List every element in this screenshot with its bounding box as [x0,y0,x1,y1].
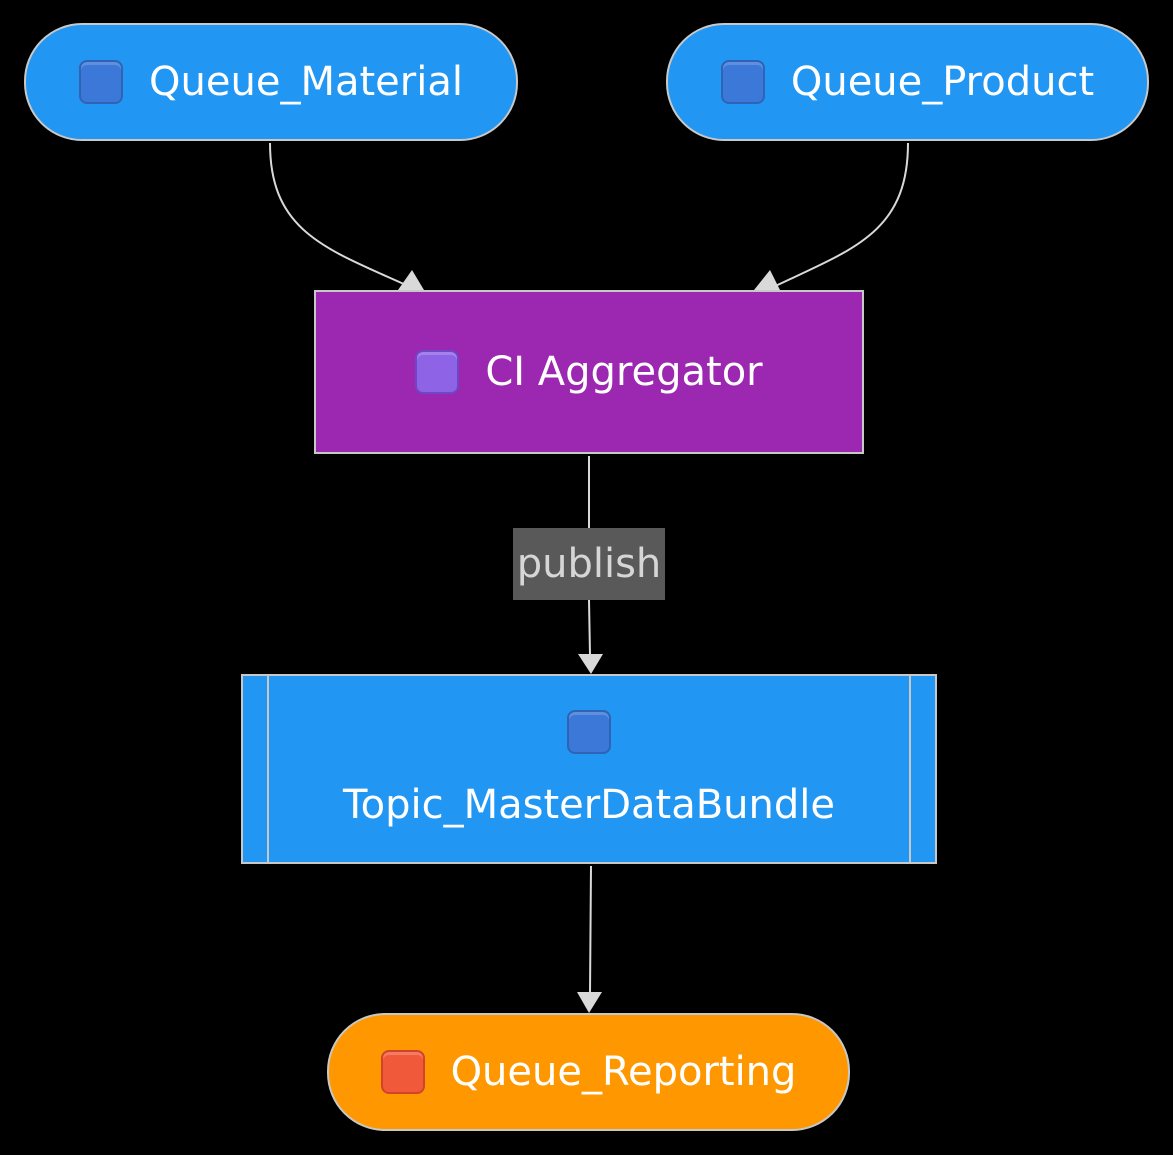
arrowhead-icon [398,270,424,290]
node-label: Queue_Reporting [450,1049,797,1095]
node-ci-aggregator[interactable]: CI Aggregator [314,290,864,454]
edge-aggregator-to-topic [578,456,603,674]
edge-material-to-aggregator [269,142,424,291]
subroutine-right-rule [909,676,911,862]
node-queue-reporting[interactable]: Queue_Reporting [327,1013,850,1131]
arrowhead-icon [754,270,780,290]
orange-square-icon [380,1050,425,1094]
blue-square-icon [567,710,611,754]
node-topic-master-data-bundle[interactable]: Topic_MasterDataBundle [241,674,937,864]
node-label: CI Aggregator [485,349,763,395]
node-queue-material[interactable]: Queue_Material [24,23,518,141]
edge-topic-to-reporting [577,865,602,1013]
node-label: Queue_Material [149,59,463,105]
edge-label-publish: publish [513,528,665,600]
node-label: Topic_MasterDataBundle [343,782,835,828]
edge-product-to-aggregator [754,142,909,291]
blue-square-icon [79,60,124,104]
purple-square-icon [415,350,460,394]
node-label: Queue_Product [790,59,1095,105]
arrowhead-icon [578,654,603,674]
arrowhead-icon [577,992,602,1013]
node-queue-product[interactable]: Queue_Product [666,23,1149,141]
subroutine-left-rule [267,676,269,862]
blue-square-icon [720,60,765,104]
